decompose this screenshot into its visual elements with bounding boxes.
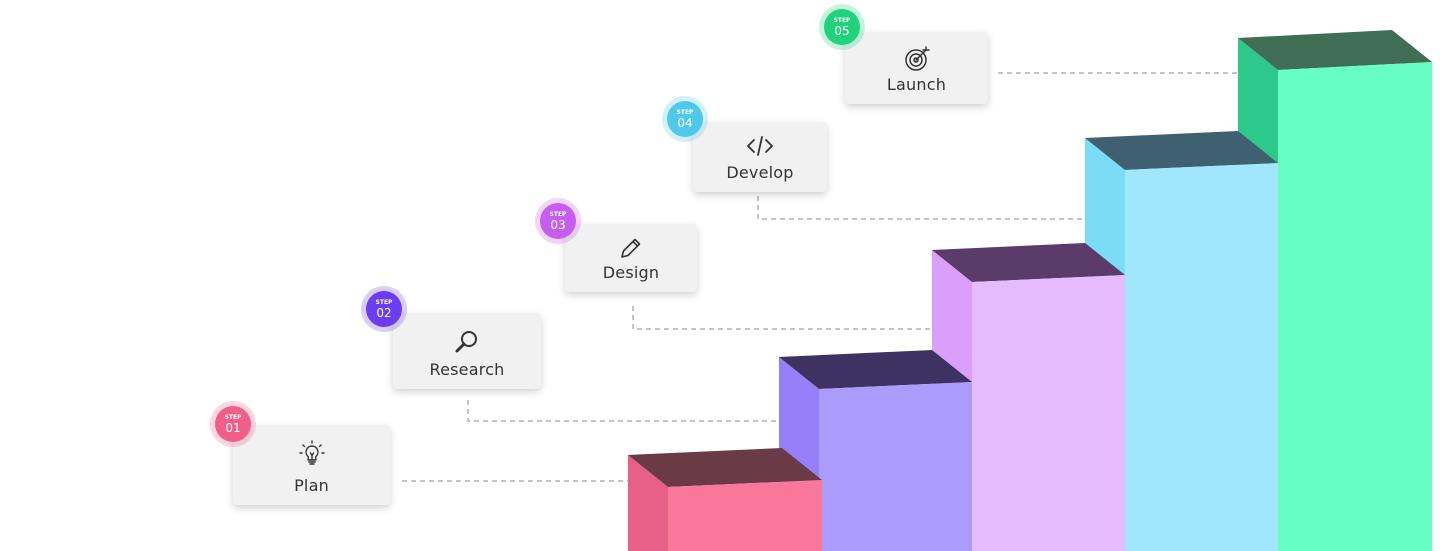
stair-front-develop xyxy=(1125,163,1278,551)
step-word: STEP xyxy=(224,414,242,421)
connector-research xyxy=(467,400,778,422)
stair-top-launch xyxy=(1238,30,1432,70)
step-label-plan: Plan xyxy=(294,476,329,495)
stair-front-design xyxy=(972,275,1125,551)
stair-block-plan xyxy=(628,448,822,551)
connector-lines xyxy=(402,72,1238,482)
step-label-launch: Launch xyxy=(886,75,947,94)
stair-front-plan xyxy=(668,480,822,551)
stair-top-develop xyxy=(1085,131,1278,170)
step-badge-03: STEP 03 xyxy=(535,198,581,244)
stair-top-plan xyxy=(628,448,822,487)
step-label-design: Design xyxy=(602,263,660,282)
step-label-research: Research xyxy=(429,360,505,379)
step-number: 01 xyxy=(225,421,241,435)
search-icon xyxy=(393,327,541,357)
step-number: 05 xyxy=(834,24,850,38)
target-icon xyxy=(845,44,988,74)
step-card-plan: Plan xyxy=(233,425,390,505)
step-card-launch: Launch xyxy=(845,32,988,104)
step-word: STEP xyxy=(549,211,567,218)
lightbulb-icon xyxy=(233,439,390,469)
step-badge-02: STEP 02 xyxy=(361,286,407,332)
stair-block-develop xyxy=(1085,131,1278,551)
step-number: 02 xyxy=(376,306,392,320)
step-card-research: Research xyxy=(393,313,541,389)
connector-develop xyxy=(757,196,1085,220)
step-card-design: Design xyxy=(565,224,697,292)
step-number: 04 xyxy=(677,116,693,130)
step-badge-04: STEP 04 xyxy=(662,96,708,142)
step-label-develop: Develop xyxy=(726,163,794,182)
stair-top-research xyxy=(779,350,972,389)
step-word: STEP xyxy=(375,299,393,306)
connector-design xyxy=(632,306,932,330)
step-card-develop: Develop xyxy=(693,122,827,192)
step-badge-05: STEP 05 xyxy=(819,4,865,50)
code-icon xyxy=(693,132,827,162)
stair-front-research xyxy=(819,382,972,551)
step-word: STEP xyxy=(676,109,694,116)
step-badge-01: STEP 01 xyxy=(210,401,256,447)
stair-front-launch xyxy=(1278,62,1432,551)
step-number: 03 xyxy=(550,218,566,232)
step-word: STEP xyxy=(833,17,851,24)
stair-top-design xyxy=(932,243,1125,282)
stair-block-research xyxy=(779,350,972,551)
pencil-icon xyxy=(565,234,697,264)
